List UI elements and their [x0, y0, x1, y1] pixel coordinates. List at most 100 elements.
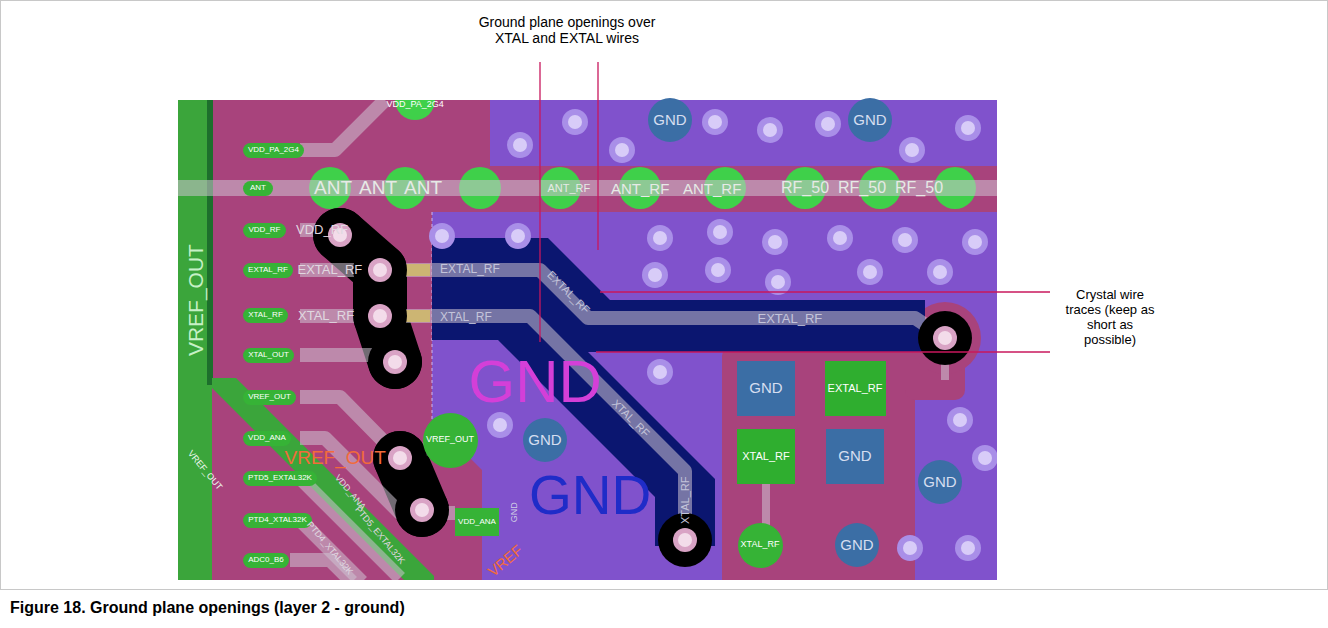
via: [972, 445, 997, 471]
pad-label: PTD4_XTAL32K: [248, 516, 307, 525]
ground-pad: GND: [848, 98, 892, 142]
via: [765, 269, 791, 295]
pin-pad: PTD5_EXTAL32K: [243, 471, 317, 486]
net-label: VDD_PA_2G4: [387, 99, 444, 109]
net-label: EXTAL_RF: [440, 263, 500, 277]
net-label: ANT: [314, 177, 352, 199]
via: [762, 229, 788, 255]
figure-caption: Figure 18. Ground plane openings (layer …: [10, 599, 405, 617]
net-label: EXTAL_RF: [758, 312, 823, 327]
ground-pad: GND: [523, 418, 567, 462]
pcb-layout: [178, 100, 997, 580]
figure-frame: [1, 1, 1328, 590]
via: [707, 219, 733, 245]
leader-line: [600, 291, 1050, 292]
via: [815, 111, 841, 137]
via: [609, 137, 635, 163]
pad-label: EXTAL_RF: [828, 382, 883, 394]
callout-text: Crystal wire traces (keep as short as po…: [1060, 288, 1160, 348]
ground-plane: [490, 100, 997, 166]
pin-pad: VDD_PA_2G4: [243, 143, 304, 158]
pad-label: GND: [838, 448, 871, 465]
pad-label: VDD_PA_2G4: [248, 146, 299, 155]
pad-label: GND: [923, 474, 956, 491]
via: [487, 412, 513, 438]
pad-label: EXTAL_RF: [248, 266, 288, 275]
copper-pour: [178, 100, 212, 580]
pad-label: XTAL_RF: [248, 311, 283, 320]
net-label: VREF_OUT: [184, 244, 208, 356]
pad: [309, 167, 351, 209]
crystal-trace: [380, 316, 685, 540]
pad-label: XTAL_RF: [741, 540, 780, 550]
layer-net-label: GND: [529, 468, 651, 523]
ground-pad: GND: [826, 429, 884, 484]
callout-text: Ground plane openings over XTAL and EXTA…: [476, 14, 658, 46]
via: [368, 335, 422, 389]
net-label: ANT_RF: [683, 180, 741, 197]
via: [642, 262, 668, 288]
via: [827, 225, 853, 251]
via: [505, 223, 531, 249]
trace: [300, 520, 362, 580]
crystal-pad: XTAL_RF: [738, 523, 783, 568]
via: [899, 137, 925, 163]
pad-label: ADC0_B6: [248, 556, 284, 565]
net-label: RF_50: [895, 179, 943, 197]
layer-net-label: GND: [469, 352, 602, 412]
pad-label: GND: [853, 112, 886, 129]
net-label: ANT: [359, 177, 397, 199]
via: [947, 407, 973, 433]
ground-pad: GND: [835, 523, 879, 567]
net-label: XTAL_RF: [440, 311, 492, 325]
via: [955, 115, 981, 141]
via: [962, 229, 988, 255]
signal-pad: VREF_OUT: [423, 413, 478, 468]
via: [892, 227, 918, 253]
via: [897, 535, 923, 561]
via: [353, 289, 407, 343]
leader-line: [539, 62, 540, 342]
net-label: ANT: [404, 177, 442, 199]
pin-pad: VDD_ANA: [243, 431, 291, 446]
net-label: EXTAL_RF: [298, 263, 363, 278]
via: [507, 132, 533, 158]
net-label: XTAL_RF: [298, 309, 354, 324]
traces: [178, 100, 997, 580]
pad-label: GND: [653, 112, 686, 129]
pad-label: ANT: [250, 184, 266, 193]
pin-pad: ADC0_B6: [243, 553, 289, 568]
net-label: RF_50: [781, 179, 829, 197]
ground-pad: GND: [737, 361, 795, 416]
pad-label: VDD_RF: [248, 226, 280, 235]
leader-lines: [540, 62, 1050, 352]
via: [395, 483, 449, 537]
net-label: ANT_RF: [548, 182, 591, 195]
crystal-pad: EXTAL_RF: [825, 361, 886, 416]
pin-pad: PTD4_XTAL32K: [243, 513, 312, 528]
crystal-pad: XTAL_RF: [737, 429, 795, 484]
net-label: XTAL_RF: [679, 476, 692, 523]
pad-label: GND: [528, 432, 561, 449]
pad-label: VDD_ANA: [458, 518, 496, 527]
pad-label: PTD5_EXTAL32K: [248, 474, 312, 483]
via: [562, 109, 588, 135]
via: [927, 259, 953, 285]
pin-pad: ANT: [243, 181, 273, 196]
signal-pad: VDD_ANA: [455, 508, 499, 536]
copper-pour: [207, 100, 213, 385]
net-label: VDD_RF: [296, 223, 348, 238]
pad-label: GND: [840, 537, 873, 554]
net-label: ANT_RF: [611, 180, 669, 197]
ground-pad: GND: [918, 460, 962, 504]
pad-label: VREF_OUT: [426, 435, 474, 445]
leader-line: [596, 351, 1050, 352]
pad-label: VDD_ANA: [248, 434, 286, 443]
via: [705, 257, 731, 283]
via: [647, 225, 673, 251]
via: [647, 359, 673, 385]
plane-cutout: [722, 346, 915, 580]
net-label: GND: [509, 502, 519, 522]
via: [702, 109, 728, 135]
